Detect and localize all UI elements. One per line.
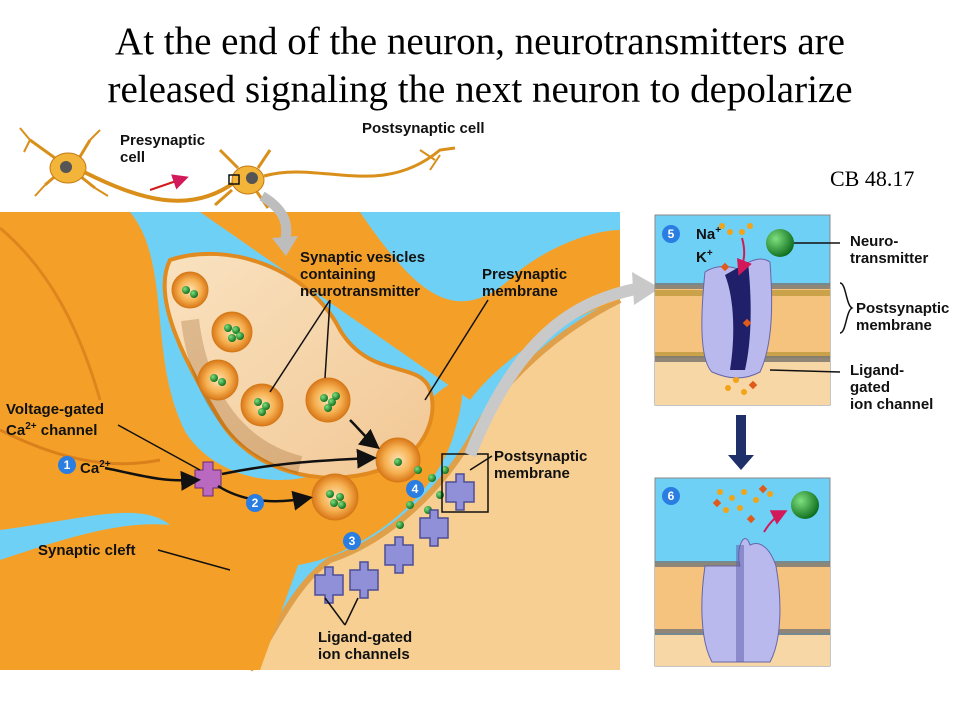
- label-part: +: [715, 225, 722, 236]
- postsynaptic-membrane-right-label: Postsynaptic membrane: [856, 300, 949, 334]
- vesicle: [211, 311, 253, 353]
- label-line: neurotransmitter: [300, 283, 421, 300]
- label-part: Ca: [6, 422, 26, 439]
- postsynaptic-membrane-label: Postsynaptic membrane: [494, 448, 587, 482]
- released-neurotransmitter: [791, 491, 819, 519]
- k-label: K+: [696, 245, 713, 266]
- inset-box: [441, 453, 489, 513]
- presynaptic-membrane-label: Presynaptic membrane: [482, 266, 567, 300]
- ligand-channels-label: Ligand-gated ion channels: [318, 629, 412, 663]
- neurotransmitter-label: Neuro- transmitter: [850, 233, 928, 267]
- step-3-badge: 3: [343, 532, 361, 550]
- label-line: Postsynaptic: [856, 300, 950, 317]
- label-line: gated: [850, 379, 891, 396]
- voltage-gated-label: Voltage-gated Ca2+ channel: [6, 401, 104, 439]
- step-1-badge: 1: [58, 456, 76, 474]
- label-line: Presynaptic: [120, 132, 206, 149]
- vesicle: [197, 359, 239, 401]
- postsynaptic-cell-label: Postsynaptic cell: [362, 120, 485, 137]
- label-part: K: [696, 249, 707, 266]
- label-line: membrane: [494, 465, 570, 482]
- label-part: Na: [696, 226, 716, 243]
- slide-title: At the end of the neuron, neurotransmitt…: [0, 18, 960, 114]
- label-line: Presynaptic: [482, 266, 568, 283]
- down-arrow: [728, 415, 754, 470]
- ligand-gated-channels: [314, 473, 475, 604]
- label-line: membrane: [856, 317, 932, 334]
- step-6-badge: 6: [662, 487, 680, 505]
- title-line-2: released signaling the next neuron to de…: [107, 68, 853, 111]
- leader-lines: [117, 299, 493, 626]
- step-4-badge: 4: [406, 480, 424, 498]
- label-part: channel: [36, 422, 98, 439]
- na-label: Na+: [696, 222, 721, 243]
- vesicle: [311, 473, 359, 521]
- label-part: +: [706, 248, 713, 259]
- synaptic-cleft-label: Synaptic cleft: [38, 542, 136, 559]
- label-line: membrane: [482, 283, 558, 300]
- label-line: ion channel: [850, 396, 934, 413]
- title-line-1: At the end of the neuron, neurotransmitt…: [115, 20, 845, 63]
- panel-5: [654, 214, 854, 406]
- neuron-sketch: [19, 127, 456, 209]
- label-line: Voltage-gated: [6, 401, 105, 418]
- label-line: transmitter: [850, 250, 929, 267]
- label-line: containing: [300, 266, 376, 283]
- panel-6: [654, 477, 831, 667]
- label-line: Neuro-: [850, 233, 899, 250]
- label-line: Postsynaptic: [494, 448, 588, 465]
- figure-reference: CB 48.17: [830, 166, 915, 191]
- label-part: 2+: [25, 421, 37, 432]
- neurotransmitter-molecules: [182, 286, 449, 529]
- label-part: Ca: [80, 460, 100, 477]
- label-line: ion channels: [318, 646, 410, 663]
- callout-arrow-inset: [464, 282, 642, 458]
- presynaptic-cell-label: Presynaptic cell: [120, 132, 205, 166]
- label-line: Ca2+ channel: [6, 418, 104, 439]
- label-part: 2+: [99, 459, 111, 470]
- step-2-badge: 2: [246, 494, 264, 512]
- synapse-main-panel: [0, 212, 622, 672]
- label-line: Ligand-gated: [318, 629, 413, 646]
- label-line: Ligand-: [850, 362, 905, 379]
- ligand-gated-channel-label: Ligand- gated ion channel: [850, 362, 933, 413]
- label-line: cell: [120, 149, 146, 166]
- vesicles-label: Synaptic vesicles containing neurotransm…: [300, 249, 425, 300]
- ca-ion-label: Ca2+: [80, 456, 111, 477]
- label-line: Synaptic vesicles: [300, 249, 426, 266]
- step-5-badge: 5: [662, 225, 680, 243]
- vesicle: [240, 383, 284, 427]
- vesicle: [305, 377, 351, 423]
- neurotransmitter-ball: [766, 229, 794, 257]
